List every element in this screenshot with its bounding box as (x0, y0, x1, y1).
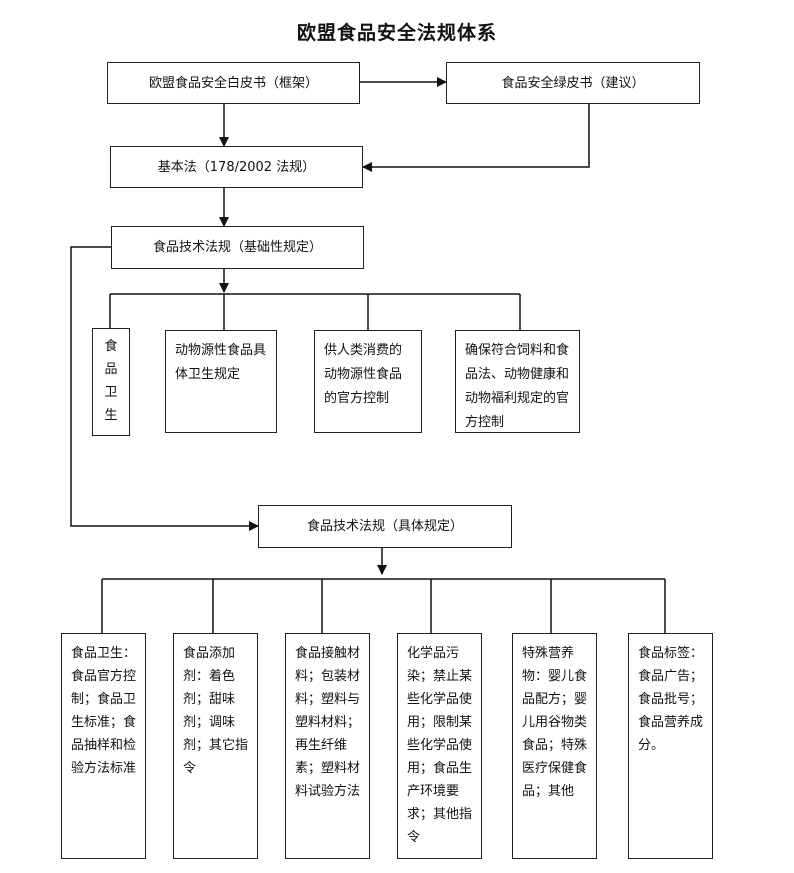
cat-additives-box: 食品添加剂：着色剂；甜味剂；调味剂；其它指令 (173, 633, 258, 859)
cat-chemical-box: 化学品污染；禁止某些化学品使用；限制某些化学品使用；食品生产环境要求；其他指令 (397, 633, 482, 859)
hygiene-char: 品 (104, 362, 118, 377)
tech-specific-box: 食品技术法规（具体规定） (258, 505, 512, 548)
tech-basic-label: 食品技术法规（基础性规定） (152, 240, 322, 255)
cat-special-label: 特殊营养物：婴儿食品配方；婴儿用谷物类食品；特殊医疗保健食品；其他 (522, 646, 588, 799)
basic-law-label: 基本法（178/2002 法规） (157, 159, 316, 175)
white-paper-label: 欧盟食品安全白皮书（框架） (148, 75, 318, 91)
green-paper-label: 食品安全绿皮书（建议） (501, 75, 645, 91)
cat-hygiene-label: 食品卫生：食品官方控制；食品卫生标准；食品抽样和检验方法标准 (71, 646, 137, 776)
official-control-label: 供人类消费的动物源性食品的官方控制 (324, 343, 403, 406)
basic-law-box: 基本法（178/2002 法规） (110, 146, 363, 188)
cat-hygiene-box: 食品卫生：食品官方控制；食品卫生标准；食品抽样和检验方法标准 (61, 633, 146, 859)
cat-contact-label: 食品接触材料；包装材料；塑料与塑料材料；再生纤维素；塑料材料试验方法 (295, 646, 361, 799)
page-title: 欧盟食品安全法规体系 (296, 22, 497, 44)
cat-label-box: 食品标签：食品广告；食品批号；食品营养成分。 (628, 633, 713, 859)
hygiene-vertical-box: 食 品 卫 生 (92, 328, 130, 436)
hygiene-char: 卫 (104, 385, 118, 400)
feed-law-box: 确保符合饲料和食品法、动物健康和动物福利规定的官方控制 (455, 330, 580, 433)
arrow-techbasic-to-techspecific (70, 246, 259, 531)
cat-chemical-label: 化学品污染；禁止某些化学品使用；限制某些化学品使用；食品生产环境要求；其他指令 (407, 646, 473, 845)
cat-special-box: 特殊营养物：婴儿食品配方；婴儿用谷物类食品；特殊医疗保健食品；其他 (512, 633, 597, 859)
animal-origin-box: 动物源性食品具体卫生规定 (165, 330, 277, 433)
cat-additives-label: 食品添加剂：着色剂；甜味剂；调味剂；其它指令 (183, 646, 249, 776)
green-paper-box: 食品安全绿皮书（建议） (446, 62, 700, 104)
white-paper-box: 欧盟食品安全白皮书（框架） (107, 62, 360, 104)
official-control-box: 供人类消费的动物源性食品的官方控制 (314, 330, 422, 433)
hygiene-char: 生 (104, 408, 118, 423)
tech-specific-label: 食品技术法规（具体规定） (306, 519, 463, 534)
cat-label-label: 食品标签：食品广告；食品批号；食品营养成分。 (638, 646, 704, 753)
arrow-green-to-basic (362, 103, 590, 172)
hygiene-char: 食 (104, 339, 118, 354)
feed-law-label: 确保符合饲料和食品法、动物健康和动物福利规定的官方控制 (465, 343, 570, 430)
cat-contact-box: 食品接触材料；包装材料；塑料与塑料材料；再生纤维素；塑料材料试验方法 (285, 633, 370, 859)
tech-basic-box: 食品技术法规（基础性规定） (111, 226, 364, 269)
animal-origin-label: 动物源性食品具体卫生规定 (175, 343, 267, 382)
